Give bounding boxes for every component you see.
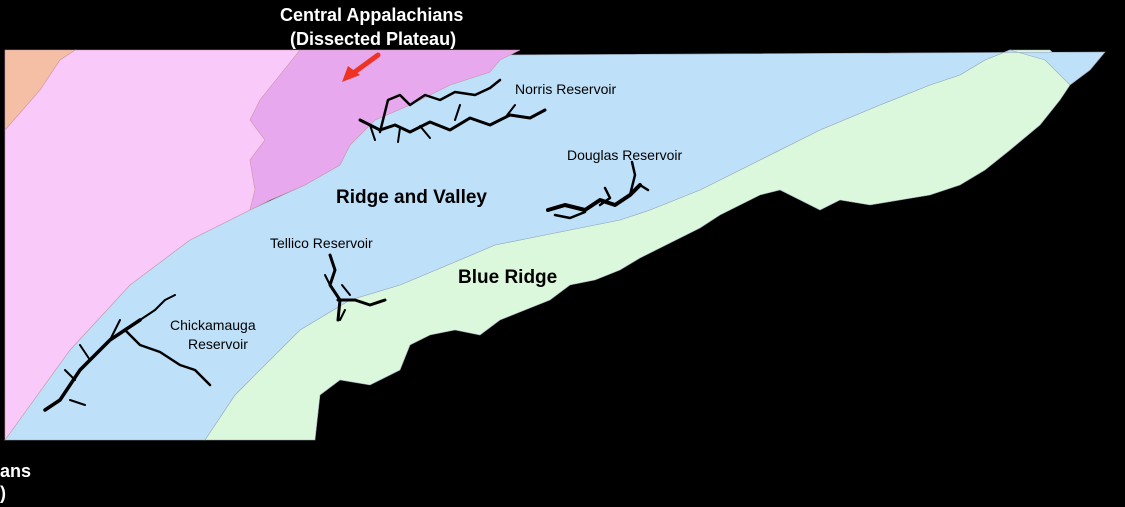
title-dissected-plateau: (Dissected Plateau) [290,29,457,49]
label-ridge-and-valley: Ridge and Valley [336,187,487,208]
reservoir-norris-shape [358,78,547,143]
region-western-area [4,49,76,131]
label-norris-reservoir: Norris Reservoir [515,81,617,97]
label-blue-ridge: Blue Ridge [458,267,558,288]
label-tellico-reservoir: Tellico Reservoir [270,235,373,251]
reservoir-tellico-shape [324,253,387,322]
reservoir-douglas-shape [546,160,650,220]
label-cutoff-line2: ) [0,483,6,503]
label-chickamauga-line1: Chickamauga [170,317,256,333]
title-central-appalachians: Central Appalachians [280,5,464,25]
label-cutoff-line1: ans [0,461,32,481]
reservoir-chickamauga-shape [43,294,212,412]
arrow-icon [342,52,381,82]
region-dissected-plateau [249,49,521,211]
label-chickamauga-line2: Reservoir [188,336,248,352]
label-douglas-reservoir: Douglas Reservoir [567,147,683,163]
